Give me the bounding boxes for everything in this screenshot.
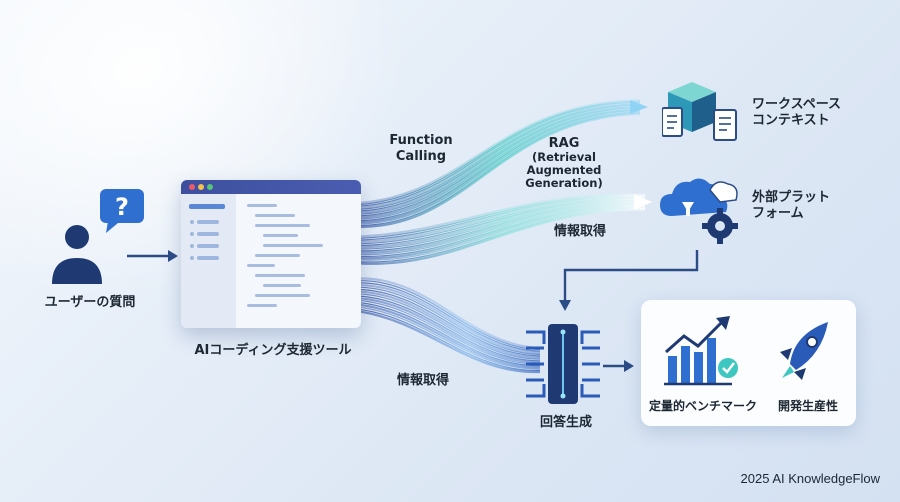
flow-to-external-strand bbox=[359, 197, 646, 245]
rag-line-3: Augmented bbox=[526, 163, 602, 177]
question-mark: ? bbox=[115, 193, 129, 221]
coding-tool-label: AIコーディング支援ツール bbox=[194, 343, 352, 358]
footer-credit: 2025 AI KnowledgeFlow bbox=[740, 471, 880, 486]
flow-to-answer-strand bbox=[359, 282, 541, 352]
flow-to-workspace-strand bbox=[359, 111, 641, 225]
workspace-line-1: ワークスペース bbox=[752, 97, 842, 112]
workspace-context-label: ワークスペース コンテキスト bbox=[752, 97, 841, 129]
info-retrieval-label-bottom: 情報取得 bbox=[396, 373, 449, 388]
arrow-external-to-answer bbox=[563, 250, 699, 300]
flow-to-external-strand bbox=[359, 194, 646, 239]
external-platform-label: 外部プラット フォーム bbox=[752, 190, 830, 222]
flow-to-workspace-strand bbox=[359, 109, 641, 224]
flow-to-answer-strand bbox=[359, 293, 541, 360]
function-calling-line-2: Calling bbox=[395, 149, 447, 164]
cloud-gear-icon bbox=[660, 178, 738, 244]
question-bubble-icon: ? bbox=[100, 189, 144, 233]
flow-to-answer-strand bbox=[359, 295, 541, 362]
flow-to-answer-strand bbox=[359, 310, 541, 374]
flow-to-answer-strand bbox=[359, 290, 541, 359]
flow-to-workspace-strand bbox=[359, 107, 641, 219]
flow-to-answer-strand bbox=[359, 302, 541, 367]
bar-chart-icon bbox=[664, 316, 738, 386]
flow-to-external-strand bbox=[359, 200, 646, 250]
flow-to-external-strand bbox=[359, 203, 646, 256]
flow-to-external-strand bbox=[359, 193, 646, 238]
flow-to-workspace-strand bbox=[359, 100, 641, 206]
flow-to-external-strand bbox=[359, 205, 646, 260]
answer-generation-label: 回答生成 bbox=[539, 415, 592, 430]
rag-line-2: (Retrieval bbox=[531, 150, 597, 164]
function-calling-label: Function Calling bbox=[384, 133, 458, 165]
info-retrieval-label-right: 情報取得 bbox=[553, 224, 606, 239]
flow-to-workspace-strand bbox=[359, 103, 641, 210]
window-dot-yellow bbox=[198, 184, 204, 190]
flow-to-answer-strand bbox=[359, 299, 541, 365]
rocket-icon bbox=[780, 322, 828, 380]
code-editor-pane bbox=[181, 194, 323, 328]
chip-icon bbox=[526, 324, 600, 404]
flow-to-answer-strand bbox=[359, 277, 541, 350]
user-icon bbox=[52, 225, 102, 284]
flow-to-answer-strand bbox=[359, 303, 541, 369]
flow-to-workspace-strand bbox=[359, 101, 641, 209]
rag-label: RAG (Retrieval Augmented Generation) bbox=[516, 136, 612, 190]
benchmark-label: 定量的ベンチマーク bbox=[648, 399, 757, 413]
flow-to-external-strand bbox=[359, 202, 646, 254]
external-line-2: フォーム bbox=[752, 206, 804, 221]
arrow-right-icon-2 bbox=[624, 360, 634, 372]
window-title-bar bbox=[181, 180, 361, 194]
arrow-down-icon bbox=[559, 300, 571, 311]
user-question-label: ユーザーの質問 bbox=[44, 295, 136, 310]
arrow-right-icon bbox=[168, 250, 178, 262]
workspace-line-2: コンテキスト bbox=[752, 113, 830, 128]
flow-to-workspace-strand bbox=[359, 112, 641, 229]
flow-to-answer-strand bbox=[359, 297, 541, 364]
flow-to-answer-strand bbox=[359, 308, 541, 372]
productivity-label: 開発生産性 bbox=[777, 399, 838, 413]
flow-to-external-strand bbox=[359, 208, 646, 265]
flow-to-answer-strand bbox=[359, 280, 541, 351]
arrow-to-external bbox=[634, 194, 652, 210]
external-line-1: 外部プラット bbox=[752, 190, 831, 205]
window-dot-red bbox=[189, 184, 195, 190]
arrow-to-workspace bbox=[630, 100, 648, 114]
flow-to-external-strand bbox=[359, 199, 646, 249]
flow-to-external-strand bbox=[359, 206, 646, 261]
flow-to-answer-strand bbox=[359, 286, 541, 355]
coding-tool-window bbox=[181, 180, 361, 328]
flow-to-answer-strand bbox=[359, 306, 541, 370]
flow-to-workspace-strand bbox=[359, 108, 641, 220]
box-documents-icon bbox=[662, 82, 737, 141]
window-dot-green bbox=[207, 184, 213, 190]
function-calling-line-1: Function bbox=[389, 133, 453, 148]
flow-to-workspace-strand bbox=[359, 99, 641, 205]
rag-line-1: RAG bbox=[548, 136, 580, 151]
flow-to-external-strand bbox=[359, 196, 646, 243]
flow-to-workspace-strand bbox=[359, 105, 641, 215]
flow-to-workspace-strand bbox=[359, 104, 641, 214]
flow-to-answer-strand bbox=[359, 288, 541, 357]
rag-line-4: Generation) bbox=[525, 176, 603, 190]
flow-to-answer-strand bbox=[359, 284, 541, 354]
